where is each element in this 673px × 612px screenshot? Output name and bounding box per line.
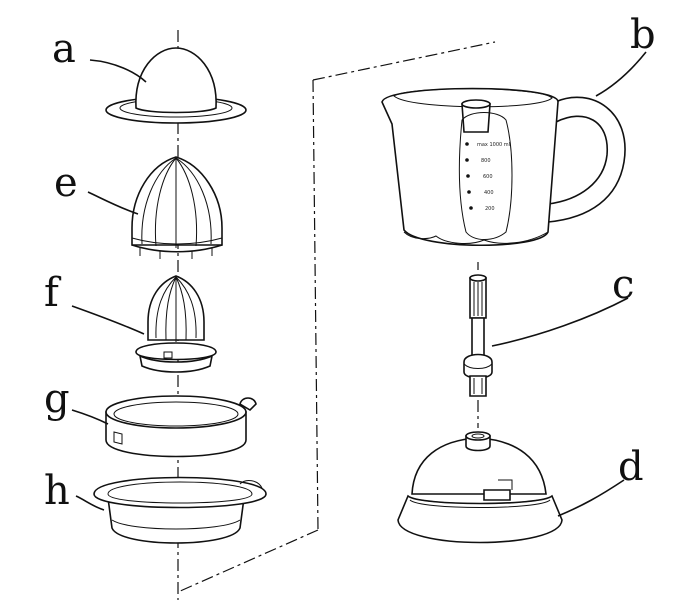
part-d-motor-base [397, 431, 563, 544]
label-a: a [52, 26, 76, 72]
jug-scale-200: 200 [485, 206, 495, 212]
part-f-small-reamer [135, 275, 217, 373]
part-labels: a e f g h b c d [44, 12, 656, 514]
label-b: b [630, 12, 656, 58]
part-c-drive-shaft [463, 274, 493, 397]
part-b-measuring-jug: max 1000 ml 800 600 400 200 [381, 87, 626, 247]
part-g-strainer-ring [105, 395, 257, 458]
part-a-dome-lid [105, 47, 247, 124]
jug-scale-marks: max 1000 ml 800 600 400 200 [465, 142, 510, 212]
label-g: g [44, 376, 70, 422]
leader-lines [71, 51, 647, 517]
jug-scale-800: 800 [481, 158, 491, 164]
label-f: f [44, 270, 62, 316]
part-e-large-reamer [131, 156, 223, 259]
part-h-base-tray [93, 476, 267, 544]
label-e: e [54, 160, 78, 206]
jug-scale-600: 600 [483, 174, 493, 180]
label-d: d [618, 444, 644, 490]
jug-scale-400: 400 [484, 190, 494, 196]
jug-scale-max: max 1000 ml [477, 142, 510, 148]
label-c: c [612, 262, 634, 308]
label-h: h [44, 468, 70, 514]
